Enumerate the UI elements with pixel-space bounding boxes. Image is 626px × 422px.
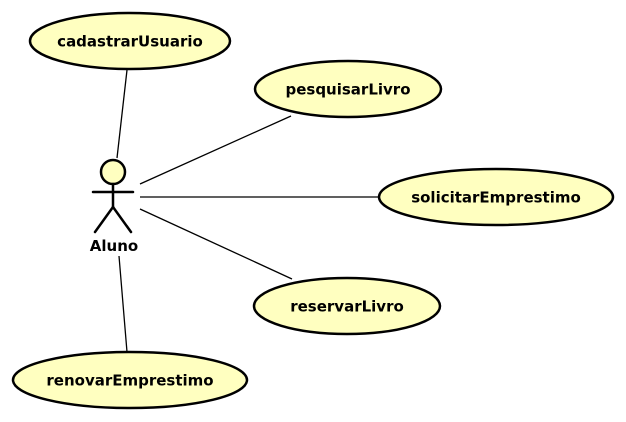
- use-case-renovar-emprestimo[interactable]: renovarEmprestimo: [11, 350, 249, 410]
- association-pesquisar-livro[interactable]: [139, 115, 292, 185]
- use-case-label: renovarEmprestimo: [46, 372, 213, 390]
- actor-head: [99, 158, 127, 186]
- actor-left-leg: [93, 205, 115, 234]
- use-case-ellipse: [377, 167, 615, 227]
- use-case-ellipse: [252, 276, 442, 336]
- use-case-label: cadastrarUsuario: [57, 33, 203, 51]
- use-case-reservar-livro[interactable]: reservarLivro: [252, 276, 442, 336]
- association-renovar-emprestimo[interactable]: [118, 255, 128, 353]
- use-case-ellipse: [11, 350, 249, 410]
- use-case-label: reservarLivro: [290, 298, 404, 316]
- use-case-solicitar-emprestimo[interactable]: solicitarEmprestimo: [377, 167, 615, 227]
- association-cadastrar-usuario[interactable]: [116, 69, 128, 159]
- use-case-cadastrar-usuario[interactable]: cadastrarUsuario: [28, 11, 232, 71]
- use-case-ellipse: [28, 11, 232, 71]
- actor-label: Aluno: [90, 237, 138, 255]
- use-case-label: pesquisarLivro: [285, 81, 410, 99]
- association-reservar-livro[interactable]: [139, 208, 293, 280]
- use-case-label: solicitarEmprestimo: [411, 189, 581, 207]
- actor-aluno[interactable]: Aluno: [90, 158, 138, 255]
- actor-right-leg: [111, 205, 133, 234]
- use-case-ellipse: [253, 59, 443, 119]
- use-case-pesquisar-livro[interactable]: pesquisarLivro: [253, 59, 443, 119]
